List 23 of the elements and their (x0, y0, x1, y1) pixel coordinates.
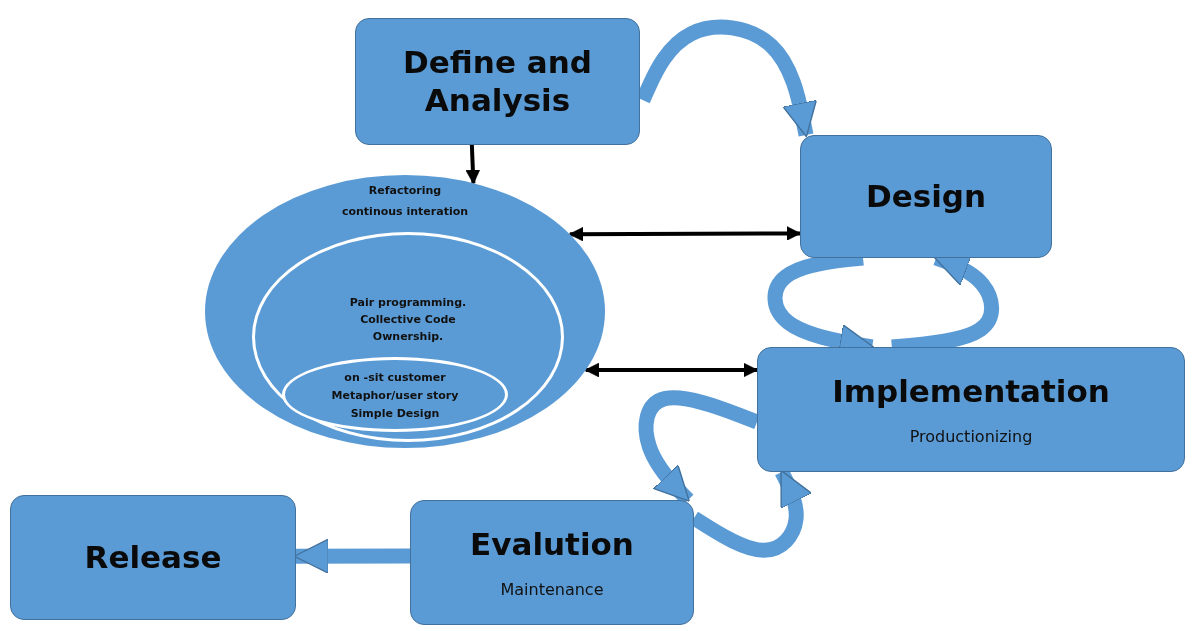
box-title: Define and Analysis (402, 44, 593, 119)
process-box (10, 495, 296, 620)
practice-label: Simple Design (350, 406, 440, 422)
box-title: Implementation (832, 373, 1110, 411)
box-title: Evalution (470, 526, 634, 564)
box-subtitle: Productionizing (909, 426, 1033, 446)
box-title: Design (865, 177, 987, 216)
practice-label: Refactoring (368, 183, 442, 199)
process-box (757, 347, 1185, 472)
double-arrow (584, 362, 758, 378)
box-title: Release (84, 538, 222, 577)
practice-label: on -sit customer (344, 370, 446, 386)
practice-label: continous interation (341, 204, 469, 220)
double-arrow (568, 226, 801, 242)
arrow (465, 144, 481, 185)
block-arrow (293, 538, 411, 574)
practice-label: Pair programming. (349, 295, 467, 311)
process-box (355, 18, 640, 145)
process-box (800, 135, 1052, 258)
practice-label: Collective Code Ownership. (359, 312, 457, 345)
box-subtitle: Maintenance (500, 579, 604, 599)
process-box (410, 500, 694, 625)
practice-label: Metaphor/user story (331, 388, 459, 404)
